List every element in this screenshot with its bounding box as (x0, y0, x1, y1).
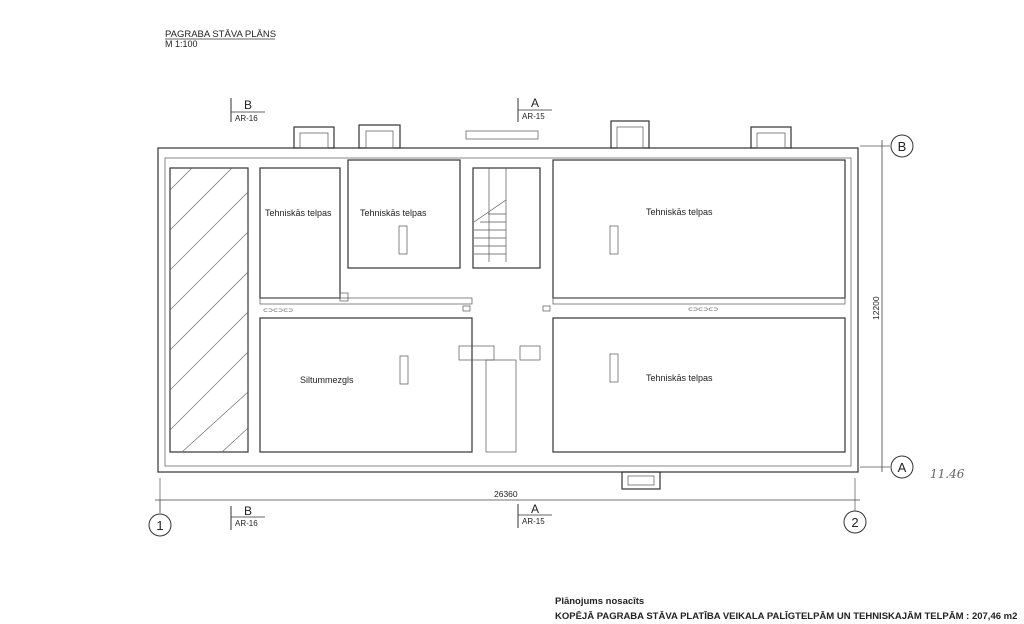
svg-text:B: B (244, 504, 252, 518)
room-label: Tehniskās telpas (265, 208, 332, 218)
svg-text:A: A (531, 96, 539, 110)
room-walls (259, 159, 846, 453)
axis-2: 2 (843, 510, 867, 534)
inner-wall (164, 157, 852, 467)
svg-text:AR-16: AR-16 (235, 114, 258, 123)
svg-text:A: A (898, 460, 907, 475)
hatched-zone (169, 167, 249, 453)
section-mark-b-top: B AR-16 (230, 98, 265, 123)
outer-wall (157, 147, 859, 473)
svg-text:12200: 12200 (871, 296, 881, 320)
svg-text:AR-15: AR-15 (522, 112, 545, 121)
staircase (473, 168, 507, 262)
svg-text:AR-16: AR-16 (235, 519, 258, 528)
svg-text:⊂⊃⊂⊃⊂⊃: ⊂⊃⊂⊃⊂⊃ (263, 308, 293, 314)
window-wells (293, 120, 792, 490)
dimension-height: 12200 (860, 140, 890, 472)
room-label: Tehniskās telpas (360, 208, 427, 218)
room-label: Tehniskās telpas (646, 373, 713, 383)
section-mark-a-top: A AR-15 (517, 96, 552, 122)
svg-text:⊂⊃⊂⊃⊂⊃: ⊂⊃⊂⊃⊂⊃ (688, 307, 718, 313)
section-mark-a-bottom: A AR-15 (517, 502, 552, 528)
ventilation-units: ⊂⊃⊂⊃⊂⊃ ⊂⊃⊂⊃⊂⊃ (263, 225, 718, 385)
total-area: KOPĒJĀ PAGRABA STĀVA PLATĪBA VEIKALA PAL… (555, 611, 1017, 622)
svg-text:26360: 26360 (494, 489, 518, 499)
handwritten-note: 11.46 (930, 467, 965, 481)
plan-scale: M 1:100 (165, 39, 198, 49)
svg-text:AR-15: AR-15 (522, 517, 545, 526)
room-label: Tehniskās telpas (646, 207, 713, 217)
axis-1: 1 (148, 500, 172, 537)
svg-text:2: 2 (851, 515, 858, 530)
svg-text:B: B (244, 98, 252, 112)
plan-title: PAGRABA STĀVA PLĀNS (165, 29, 276, 40)
plan-status: Plānojums nosacīts (555, 596, 644, 607)
svg-text:B: B (898, 139, 907, 154)
svg-text:A: A (531, 502, 539, 516)
axis-a: A (890, 455, 914, 479)
section-mark-b-bottom: B AR-16 (230, 504, 265, 530)
svg-text:1: 1 (156, 518, 163, 533)
axis-b: B (890, 134, 914, 158)
dimension-width: 26360 (155, 478, 860, 512)
room-label: Siltummezgls (300, 375, 354, 385)
